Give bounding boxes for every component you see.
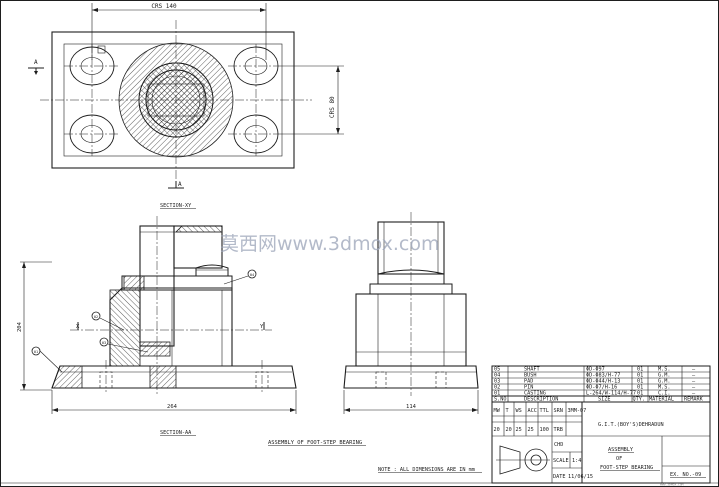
front-view: 204 X Y — [17, 216, 297, 436]
parts-cell-size: ΦD-Φ7/H-16 — [586, 385, 617, 391]
parts-header-qty: QTY. — [633, 397, 646, 403]
balloon-01: 01 — [31, 346, 63, 373]
assembly-title: ASSEMBLY OF FOOT-STEP BEARING — [268, 440, 362, 446]
parts-cell-qty: 01 — [637, 385, 643, 391]
parts-cell-size: ΦD-Φ44/H-13 — [586, 379, 620, 385]
section-marker-y: Y — [260, 324, 264, 330]
marks-value: TRB — [554, 427, 563, 433]
balloon-04: 04 — [223, 269, 257, 285]
marks-header: MW — [494, 408, 501, 414]
date-label: DATE — [553, 474, 566, 480]
section-marker-x: X — [76, 324, 80, 330]
parts-cell-qty: 01 — [637, 373, 643, 379]
marks-header: WS — [516, 408, 522, 414]
marks-value: 100 — [540, 427, 549, 433]
parts-cell-size: ΦD-Φ97 — [586, 367, 605, 373]
parts-header-desc: DESCRIPTION — [524, 397, 558, 403]
parts-cell-no: 03 — [494, 379, 500, 385]
dim-204: 204 — [17, 321, 23, 332]
parts-cell-material: M.S. — [658, 367, 671, 373]
parts-cell-no: 05 — [494, 367, 500, 373]
parts-cell-remark: — — [692, 385, 696, 391]
marks-value: 20 — [494, 427, 500, 433]
parts-cell-remark: — — [692, 379, 696, 385]
parts-cell-material: M.S. — [658, 385, 671, 391]
marks-header: ACC — [528, 408, 537, 414]
parts-header-size: SIZE — [598, 397, 611, 403]
corner-stamp: WWW.3DMOX.COM — [660, 483, 684, 487]
parts-cell-material: G.M. — [658, 379, 671, 385]
sheet-title-line-2: OF — [616, 456, 622, 462]
dim-114: 114 — [406, 404, 417, 410]
parts-cell-size: ΦD-Φ83/H-77 — [586, 373, 620, 379]
svg-text:01: 01 — [34, 350, 38, 354]
parts-cell-material: C.I. — [658, 391, 671, 397]
scale-value: 1:4 — [572, 458, 581, 464]
institute-name: G.I.T.(BOY'S)DEHRADUN — [598, 422, 664, 428]
parts-cell-remark: — — [692, 391, 696, 397]
parts-cell-desc: PAD — [524, 379, 533, 385]
section-marker-a-left: A — [34, 59, 38, 66]
parts-header-remark: REMARK — [684, 397, 704, 403]
balloon-03: 03 — [99, 337, 149, 353]
parts-cell-remark: — — [692, 373, 696, 379]
parts-cell-remark: — — [692, 367, 696, 373]
balloon-02: 02 — [91, 311, 125, 331]
watermark: 莫西网www.3dmox.com — [220, 233, 439, 255]
dim-crs-140: CRS 140 — [151, 3, 177, 10]
marks-value: 25 — [528, 427, 534, 433]
marks-header: 3MM-07 — [568, 408, 587, 414]
parts-cell-desc: SHAFT — [524, 367, 540, 373]
sheet-title-line-3: FOOT-STEP BEARING — [600, 465, 653, 471]
checked-label: CHD — [554, 442, 563, 448]
section-label-xy: SECTION-XY — [160, 203, 192, 209]
marks-header: TTL — [540, 408, 549, 414]
date-value: 11/06/15 — [568, 474, 593, 480]
side-view: 114 — [343, 212, 479, 414]
dim-264: 264 — [167, 404, 178, 410]
exercise-number: EX. NO.-09 — [670, 472, 701, 478]
projection-symbol — [496, 445, 550, 475]
dim-crs-80: CRS 80 — [329, 96, 336, 118]
parts-header-material: MATERIAL — [649, 397, 674, 403]
parts-cell-desc: BUSH — [524, 373, 537, 379]
marks-value: 20 — [506, 427, 512, 433]
parts-cell-material: G.M. — [658, 373, 671, 379]
top-view: CRS 140 — [28, 3, 344, 209]
parts-cell-qty: 01 — [637, 391, 643, 397]
parts-cell-no: 01 — [494, 391, 500, 397]
scale-label: SCALE — [553, 458, 569, 464]
parts-cell-desc: CASTING — [524, 391, 546, 397]
svg-text:03: 03 — [102, 341, 106, 345]
section-label-aa: SECTION-AA — [160, 430, 192, 436]
section-marker-a-bottom: A — [178, 181, 182, 188]
parts-cell-desc: PIN — [524, 385, 533, 391]
dimensions-note: NOTE : ALL DIMENSIONS ARE IN mm — [378, 467, 475, 473]
parts-cell-no: 04 — [494, 373, 500, 379]
marks-header: SRN — [554, 408, 563, 414]
parts-cell-no: 02 — [494, 385, 500, 391]
parts-cell-qty: 01 — [637, 379, 643, 385]
parts-header-no: S.NO. — [494, 397, 510, 403]
marks-value: 25 — [516, 427, 522, 433]
svg-text:04: 04 — [250, 273, 254, 277]
svg-text:02: 02 — [94, 315, 98, 319]
sheet-title-line-1: ASSEMBLY — [608, 447, 634, 453]
marks-header: T — [506, 408, 509, 414]
parts-cell-size: L-264/W-114/H-77 — [586, 391, 636, 397]
parts-cell-qty: 01 — [637, 367, 643, 373]
